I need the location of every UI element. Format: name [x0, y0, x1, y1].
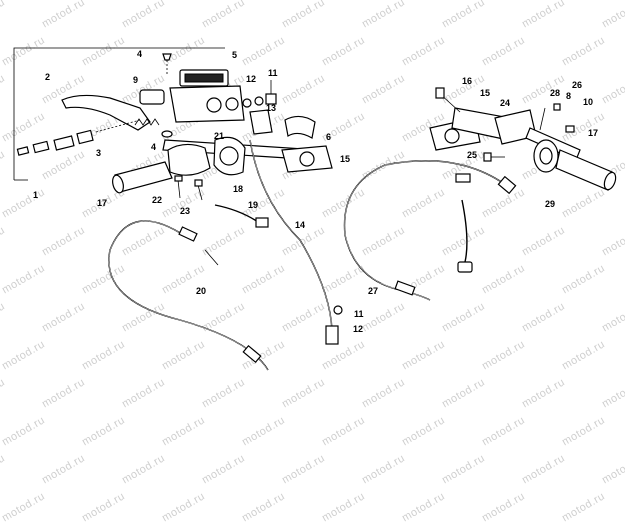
part-label-19: 19 — [248, 200, 258, 210]
part-label-27: 27 — [368, 286, 378, 296]
cable-27 — [343, 160, 511, 301]
part-label-12: 12 — [353, 324, 363, 334]
part-9 — [139, 89, 165, 105]
part-label-29: 29 — [545, 199, 555, 209]
exploded-parts-diagram: 1234456910111112121314151516171718192021… — [13, 47, 617, 371]
part-label-25: 25 — [467, 150, 477, 160]
part-label-8: 8 — [566, 91, 571, 101]
part-label-1: 1 — [33, 190, 38, 200]
part-label-26: 26 — [572, 80, 582, 90]
part-label-2: 2 — [45, 72, 50, 82]
brake-lever — [61, 94, 151, 131]
part-label-18: 18 — [233, 184, 243, 194]
piston-kit — [16, 118, 160, 156]
watermark-text: motod.ru — [400, 490, 448, 524]
watermark-text: motod.ru — [80, 490, 128, 524]
watermark-text: motod.ru — [240, 490, 288, 524]
clamp-13 — [249, 109, 273, 135]
cable-20 — [108, 220, 269, 371]
part-label-14: 14 — [295, 220, 305, 230]
part-labels: 1234456910111112121314151516171718192021… — [33, 49, 598, 334]
part-label-4: 4 — [151, 142, 156, 152]
part-label-15: 15 — [480, 88, 490, 98]
part-label-5: 5 — [232, 50, 237, 60]
group-bracket-1 — [13, 47, 225, 180]
wire-19 — [214, 204, 259, 223]
part-label-6: 6 — [326, 132, 331, 142]
part-label-4: 4 — [137, 49, 142, 59]
watermark-text: motod.ru — [560, 490, 608, 524]
clamp-6 — [284, 115, 316, 139]
part-label-10: 10 — [583, 97, 593, 107]
part-label-12: 12 — [246, 74, 256, 84]
part-label-11: 11 — [268, 68, 278, 78]
switch-housing — [167, 143, 211, 176]
part-label-24: 24 — [500, 98, 510, 108]
grip-right — [555, 149, 613, 191]
part-label-17: 17 — [588, 128, 598, 138]
part-label-23: 23 — [180, 206, 190, 216]
watermark-text: motod.ru — [320, 490, 368, 524]
part-label-11: 11 — [354, 309, 364, 319]
part-label-15: 15 — [340, 154, 350, 164]
part-4-pin — [162, 53, 172, 61]
watermark-text: motod.ru — [480, 490, 528, 524]
part-label-21: 21 — [214, 131, 224, 141]
part-label-13: 13 — [266, 103, 276, 113]
part-label-9: 9 — [133, 75, 138, 85]
watermark-text: motod.ru — [160, 490, 208, 524]
part-label-28: 28 — [550, 88, 560, 98]
part-label-22: 22 — [152, 195, 162, 205]
part-label-16: 16 — [462, 76, 472, 86]
watermark-text: motod.ru — [0, 490, 48, 524]
part-label-20: 20 — [196, 286, 206, 296]
part-label-17: 17 — [97, 198, 107, 208]
part-label-3: 3 — [96, 148, 101, 158]
